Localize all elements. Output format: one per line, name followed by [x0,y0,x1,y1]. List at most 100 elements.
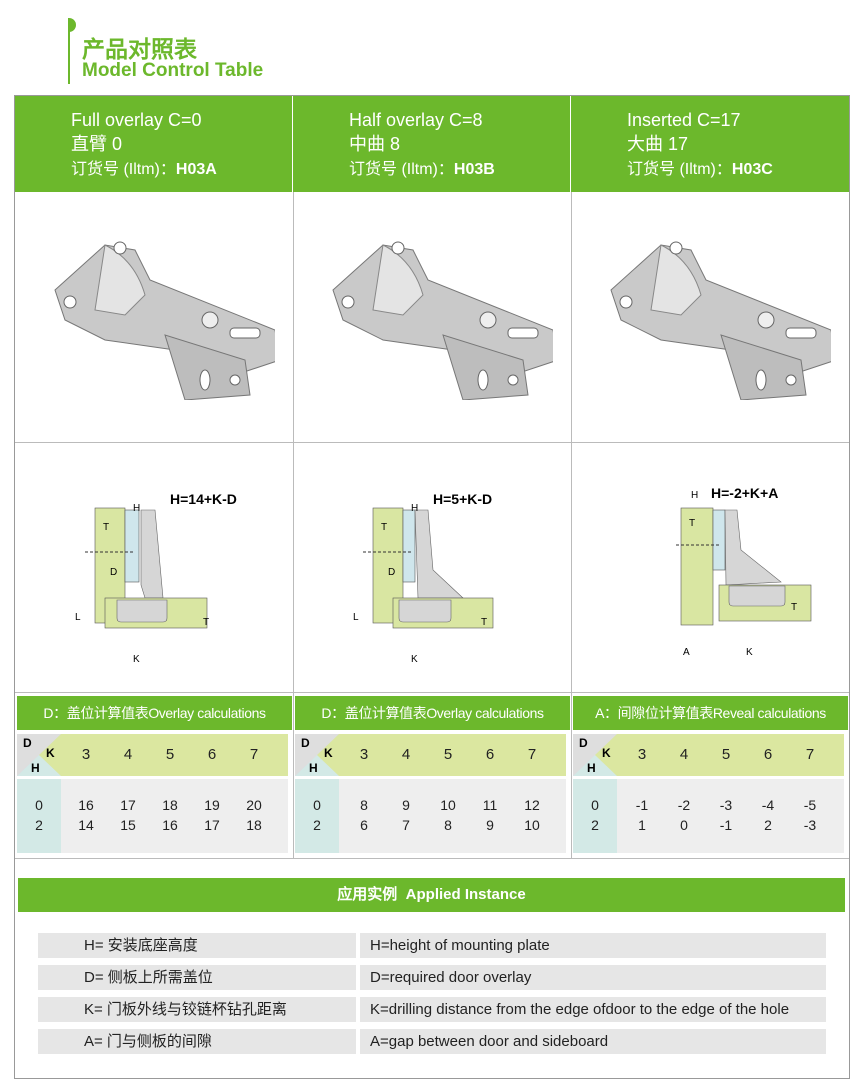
calc-value: 16 [78,797,94,813]
applied-title-cn: 应用实例 [337,886,398,903]
divider [15,858,849,859]
corner-h: H [587,761,596,775]
corner-k: K [46,746,55,760]
label-t: T [103,522,109,533]
k-value: 7 [805,746,815,763]
calc-value: 6 [360,817,368,833]
calc-value: 8 [444,817,452,833]
h-value: 2 [35,817,43,833]
k-value: 7 [249,746,259,763]
calc-table-title: D：盖位计算值表Overlay calculations [295,696,570,730]
corner-k: K [602,746,611,760]
calc-value: -4 [761,797,775,813]
corner-d: D [301,736,310,750]
order-code-label: 订货号 (Iltm)： [349,161,454,178]
installation-diagram: H=-2+K+A H T A K T [676,485,812,658]
label-t2: T [481,617,487,628]
order-code-label: 订货号 (Iltm)： [627,161,732,178]
order-code: H03B [453,161,495,178]
label-h: H [691,490,698,501]
installation-diagram: H=5+K-D H T D L K T [353,491,494,665]
label-l: L [75,612,81,623]
order-code: H03C [731,161,773,178]
model-name-cn: 大曲 17 [627,134,689,154]
model-header-h03b: Half overlay C=8 中曲 8 订货号 (Iltm)：H03B [293,96,570,192]
label-t2: T [791,602,797,613]
divider [15,442,849,443]
k-value: 4 [123,746,133,763]
applied-row-cn: A= 门与侧板的间隙 [38,1029,356,1054]
title-accent-dot [68,18,76,32]
corner-cell: D K H [295,734,339,776]
label-t: T [689,518,695,529]
title-accent-bar [68,20,70,84]
h-column [573,779,617,853]
calc-value: -2 [677,797,691,813]
k-value: 5 [721,746,731,763]
calc-value: 2 [764,817,772,833]
page-title-cn: 产品对照表 [82,36,197,62]
label-h: H [411,503,418,514]
model-name: Half overlay C=8 [349,110,483,130]
model-name: Full overlay C=0 [71,110,202,130]
formula-label: H=14+K-D [170,491,237,507]
label-t: T [381,522,387,533]
h-column [17,779,61,853]
calc-value: 17 [204,817,220,833]
h-value: 2 [313,817,321,833]
k-value: 6 [485,746,495,763]
label-l: L [353,612,359,623]
applied-row-en: H=height of mounting plate [360,933,826,958]
corner-d: D [23,736,32,750]
label-d: D [388,567,395,578]
calc-value: -1 [635,797,649,813]
calc-value: 19 [204,797,220,813]
k-value: 7 [527,746,537,763]
calc-value: 0 [680,817,688,833]
h-value: 0 [313,797,321,813]
applied-row-en: D=required door overlay [360,965,826,990]
model-header-h03a: Full overlay C=0 直臂 0 订货号 (Iltm)：H03A [15,96,292,192]
divider [571,96,572,858]
calc-value: -1 [719,817,733,833]
hinge-product-image [54,241,275,400]
divider [293,96,294,858]
calc-value: 15 [120,817,136,833]
h-value: 0 [591,797,599,813]
k-value: 6 [763,746,773,763]
corner-k: K [324,746,333,760]
label-k: K [411,654,418,665]
divider [15,692,849,693]
installation-diagram: H=14+K-D H T D L K T [75,491,237,665]
corner-h: H [31,761,40,775]
calc-value: 9 [402,797,410,813]
h-column [295,779,339,853]
calc-value: 12 [524,797,540,813]
model-table [14,95,850,1079]
calc-value: 18 [162,797,178,813]
calc-value: 14 [78,817,94,833]
corner-cell: D K H [17,734,61,776]
k-value: 4 [679,746,689,763]
applied-row-cn: H= 安装底座高度 [38,933,356,958]
k-value: 3 [637,746,647,763]
k-value: 4 [401,746,411,763]
calc-value: 17 [120,797,136,813]
h-value: 2 [591,817,599,833]
page-title-en: Model Control Table [82,60,264,81]
formula-label: H=5+K-D [433,491,492,507]
calc-table-title: A：间隙位计算值表Reveal calculations [573,696,848,730]
model-name-cn: 直臂 0 [71,134,123,154]
model-name: Inserted C=17 [627,110,741,130]
calc-value: 9 [486,817,494,833]
applied-row-en: A=gap between door and sideboard [360,1029,826,1054]
applied-row-cn: D= 侧板上所需盖位 [38,965,356,990]
